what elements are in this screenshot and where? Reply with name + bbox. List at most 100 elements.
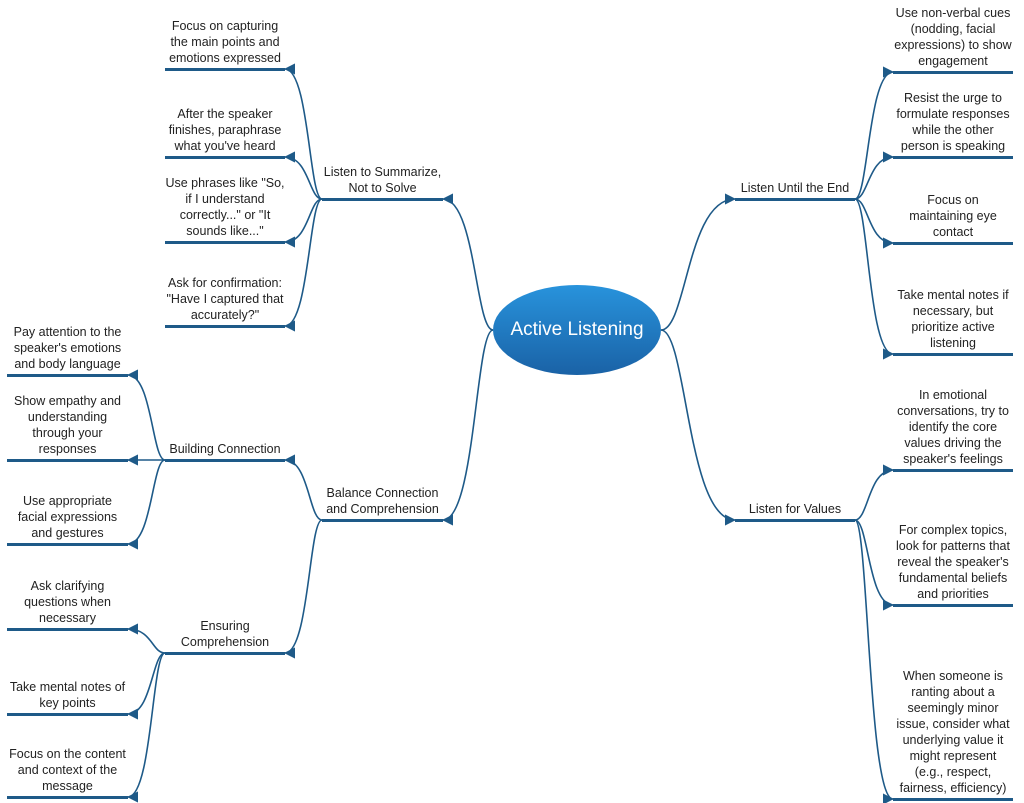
leaf-topic-label-line: key points: [39, 696, 96, 710]
connector-arrow: [441, 329, 494, 526]
leaf-topic-label-line: message: [42, 779, 93, 793]
leaf-topic-label-line: questions when: [24, 595, 111, 609]
leaf-topic-label-line: Pay attention to the: [13, 325, 122, 339]
main-topic-text[interactable]: Listen Until the End: [723, 180, 867, 196]
subtopic-underline: [165, 651, 285, 655]
subtopic-label-line: fairness, efficiency): [899, 781, 1007, 795]
connector-arrow: [283, 454, 323, 521]
subtopic-label-line: what you've heard: [174, 139, 276, 153]
main-topic-text[interactable]: Listen for Values: [723, 501, 867, 517]
main-topic-label-line: Listen for Values: [748, 502, 842, 516]
leaf-topic-underline: [7, 795, 128, 799]
main-topic-text[interactable]: Balance Connection and Comprehension: [310, 485, 455, 517]
leaf-topic-label-line: Ask clarifying: [30, 579, 105, 593]
connector-arrow: [283, 198, 323, 332]
connector-arrow: [126, 623, 166, 654]
subtopic-text[interactable]: Ask for confirmation:"Have I captured th…: [153, 275, 297, 323]
subtopic-label-line: might represent: [909, 749, 997, 763]
subtopic-underline: [165, 240, 285, 244]
subtopic-label-line: finishes, paraphrase: [168, 123, 282, 137]
subtopic-label-line: while the other: [912, 123, 994, 137]
connector-arrow: [283, 63, 323, 200]
subtopic-label-line: maintaining eye: [909, 209, 997, 223]
subtopic-label-line: Comprehension: [180, 635, 270, 649]
subtopic-label-line: Take mental notes if: [897, 288, 1009, 302]
main-topic-underline: [322, 197, 443, 201]
subtopic-text[interactable]: When someone is ranting about a seemingly …: [881, 668, 1024, 796]
leaf-topic-label-line: Show empathy and: [13, 394, 121, 408]
subtopic-label-line: In emotional: [918, 388, 988, 402]
subtopic-label-line: accurately?": [190, 308, 260, 322]
subtopic-label-line: if I understand: [185, 192, 265, 206]
connector-arrow: [441, 193, 494, 331]
subtopic-label-line: Use non-verbal cues: [895, 6, 1011, 20]
connector-arrow: [126, 459, 166, 550]
subtopic-underline: [165, 155, 285, 159]
leaf-topic-label-line: speaker's emotions: [13, 341, 122, 355]
main-topic-label-line: Balance Connection: [326, 486, 439, 500]
subtopic-label-line: Resist the urge to: [904, 91, 1002, 105]
subtopic-underline: [893, 155, 1013, 159]
subtopic-underline: [893, 797, 1013, 801]
subtopic-label-line: "Have I captured that: [166, 292, 284, 306]
subtopic-label-line: ranting about a: [911, 685, 995, 699]
subtopic-underline: [893, 468, 1013, 472]
subtopic-text[interactable]: For complex topics,look for patterns tha…: [881, 522, 1024, 602]
subtopic-label-line: seemingly minor: [907, 701, 999, 715]
subtopic-text[interactable]: After the speaker finishes, paraphrase wha…: [153, 106, 297, 154]
main-topic-label-line: Listen to Summarize,: [323, 165, 442, 179]
subtopic-underline: [893, 70, 1013, 74]
main-topic-label-line: and Comprehension: [326, 502, 439, 516]
central-topic-active-listening[interactable]: Active Listening: [493, 285, 661, 375]
connector-arrow: [854, 151, 895, 200]
leaf-topic-underline: [7, 712, 128, 716]
subtopic-label-line: person is speaking: [900, 139, 1006, 153]
leaf-topic-label-line: facial expressions: [17, 510, 118, 524]
connector-arrow: [854, 198, 895, 360]
main-topic-underline: [735, 197, 855, 201]
connector-arrow: [126, 652, 166, 720]
subtopic-label-line: look for patterns that: [896, 539, 1010, 553]
subtopic-text[interactable]: Take mental notes if necessary, but priori…: [881, 287, 1024, 351]
subtopic-underline: [893, 241, 1013, 245]
subtopic-label-line: sounds like...": [186, 224, 264, 238]
leaf-topic-label-line: necessary: [39, 611, 96, 625]
subtopic-label-line: Building Connection: [169, 442, 281, 456]
subtopic-label-line: After the speaker: [177, 107, 273, 121]
connector-arrow: [854, 66, 895, 200]
subtopic-label-line: listening: [930, 336, 976, 350]
subtopic-label-line: correctly..." or "It: [179, 208, 271, 222]
subtopic-text[interactable]: Building Connection: [153, 441, 297, 457]
subtopic-label-line: necessary, but: [912, 304, 994, 318]
subtopic-label-line: emotions expressed: [169, 51, 281, 65]
subtopic-label-line: identify the core: [908, 420, 998, 434]
connector-arrow: [660, 329, 737, 526]
subtopic-label-line: and priorities: [917, 587, 989, 601]
connector-arrow: [283, 519, 323, 659]
leaf-topic-underline: [7, 458, 128, 462]
subtopic-label-line: expressions) to show: [894, 38, 1012, 52]
leaf-topic-text[interactable]: Ask clarifying questions when necessary: [0, 578, 140, 626]
connector-arrow: [283, 198, 323, 248]
subtopic-label-line: When someone is: [902, 669, 1004, 683]
subtopic-label-line: fundamental beliefs: [898, 571, 1008, 585]
subtopic-label-line: (e.g., respect,: [914, 765, 992, 779]
subtopic-label-line: engagement: [918, 54, 988, 68]
leaf-topic-underline: [7, 373, 128, 377]
main-topic-text[interactable]: Listen to Summarize,Not to Solve: [310, 164, 455, 196]
subtopic-label-line: prioritize active: [911, 320, 995, 334]
leaf-topic-underline: [7, 627, 128, 631]
